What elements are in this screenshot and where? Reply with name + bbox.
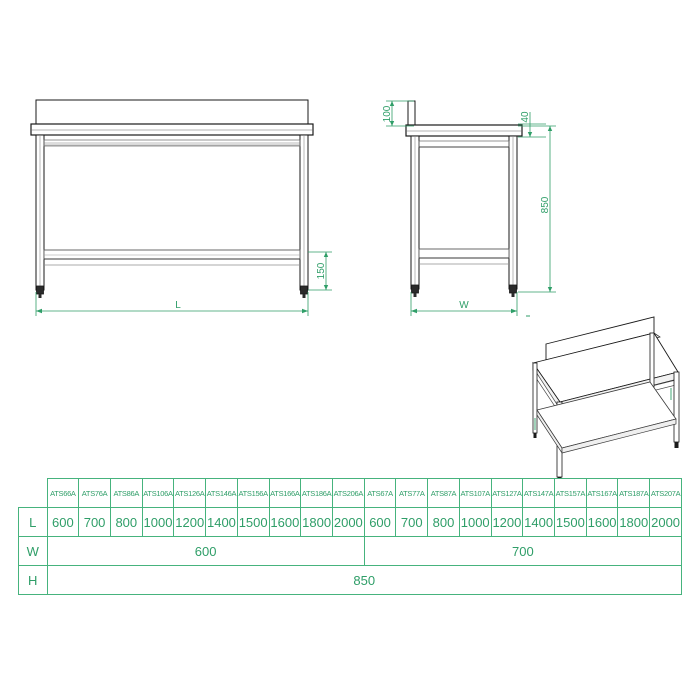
length-value-cell: 1200 [490,507,524,537]
model-header-ats67a: ATS67A [363,478,397,508]
model-header-ats156a: ATS156A [236,478,270,508]
length-value-cell: 2000 [649,507,682,537]
length-value-cell: 1400 [522,507,555,537]
row-label-L: L [18,507,48,537]
model-header-ats107a: ATS107A [458,478,492,508]
dimension-40: 40 [518,111,546,138]
length-value-cell: 1500 [554,507,587,537]
model-header-ats206a: ATS206A [331,478,365,508]
model-header-ats127a: ATS127A [490,478,524,508]
dimension-W: W [410,292,518,316]
width-value-cell: 700 [363,536,683,566]
model-header-ats76a: ATS76A [78,478,111,508]
length-value-cell: 800 [427,507,460,537]
side-elevation-view: 100 40 850 [382,100,556,316]
side-top-rail [418,140,510,148]
model-header-ats187a: ATS187A [617,478,651,508]
side-splashback [407,100,416,126]
model-header-ats207a: ATS207A [649,478,682,508]
width-value-cell: 600 [46,536,365,566]
length-value-cell: 1600 [268,507,302,537]
dimension-40-label: 40 [520,111,531,123]
front-lower-shelf [43,249,301,260]
dimension-L: L [35,292,309,316]
length-value-cell: 800 [109,507,143,537]
dimension-W-label: W [459,300,469,311]
length-value-cell: 600 [363,507,397,537]
front-foot-right [300,285,308,298]
length-value-cell: 600 [46,507,80,537]
dimension-850-label: 850 [540,196,551,213]
model-header-ats66a: ATS66A [46,478,80,508]
iso-foot-front-right [674,442,679,448]
table-row-height: H 850 [18,565,682,595]
length-value-cell: 700 [78,507,111,537]
model-header-ats86a: ATS86A [109,478,143,508]
length-value-cell: 1800 [300,507,333,537]
model-header-ats77a: ATS77A [395,478,429,508]
length-value-cell: 1200 [173,507,207,537]
model-header-ats126a: ATS126A [173,478,207,508]
model-header-ats157a: ATS157A [554,478,587,508]
front-top-rail [43,139,301,147]
length-value-cell: 700 [395,507,429,537]
dimension-L-label: L [175,300,181,311]
iso-leg-front-right [673,371,680,443]
dimension-150: 150 [308,251,332,291]
side-foot-right [509,284,517,297]
row-label-H: H [18,565,48,595]
dimension-150-label: 150 [316,262,327,279]
side-worktop [405,124,523,137]
model-header-ats106a: ATS106A [141,478,175,508]
dimension-850: 850 [518,125,556,293]
front-foot-left [36,285,44,298]
model-header-ats87a: ATS87A [427,478,460,508]
length-value-cell: 1800 [617,507,651,537]
side-lower-shelf [418,248,510,259]
iso-shelf-edge-front [561,418,677,454]
model-header-ats167a: ATS167A [585,478,619,508]
iso-foot-back-left [533,433,537,438]
dimension-100-label: 100 [382,105,393,122]
dimension-100: 100 [382,100,414,127]
front-elevation-view: 150 L [30,99,332,316]
table-corner-cell [18,478,48,508]
model-header-ats146a: ATS146A [205,478,238,508]
length-value-cell: 1000 [141,507,175,537]
side-foot-left [411,284,419,297]
front-worktop [30,123,314,136]
length-value-cell: 1000 [458,507,492,537]
model-header-ats166a: ATS166A [268,478,302,508]
model-header-ats147a: ATS147A [522,478,555,508]
isometric-3d-view [526,315,680,483]
model-header-ats186a: ATS186A [300,478,333,508]
height-value-cell: 850 [46,565,682,595]
length-value-cell: 1400 [205,507,238,537]
front-splashback [35,99,309,125]
row-label-W: W [18,536,48,566]
length-value-cell: 1500 [236,507,270,537]
length-value-cell: 2000 [331,507,365,537]
length-value-cell: 1600 [585,507,619,537]
